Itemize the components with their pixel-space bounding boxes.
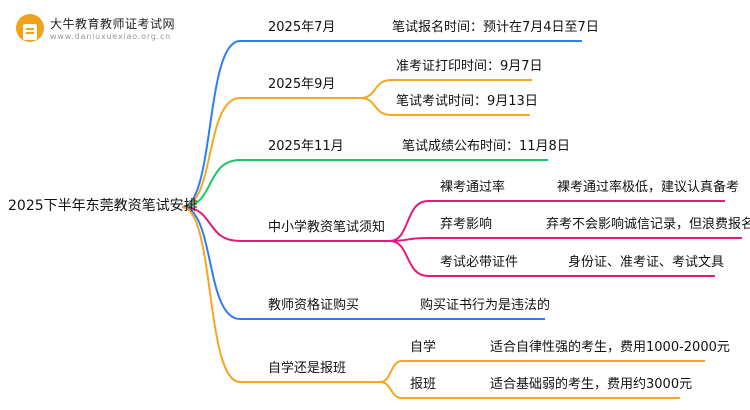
- branch-nov-2025: 2025年11月: [268, 139, 344, 154]
- edge-b3-s0: [389, 200, 429, 242]
- sub-pass-rate: 裸考通过率: [440, 180, 506, 195]
- leaf-admission-print-time: 准考证打印时间：9月7日: [396, 59, 543, 74]
- detail-required-docs: 身份证、准考证、考试文具: [568, 255, 725, 270]
- logo-title: 大牛教育教师证考试网: [50, 17, 176, 31]
- edge-b3-s2: [389, 240, 429, 277]
- branch-sep-2025: 2025年9月: [268, 77, 336, 92]
- logo-url: www.daniuxuexiao.org.cn: [50, 32, 172, 41]
- sub-required-docs: 考试必带证件: [440, 255, 519, 270]
- detail-self-study: 适合自律性强的考生，费用1000-2000元: [490, 340, 730, 355]
- branch-exam-notes: 中小学教资笔试须知: [268, 220, 386, 235]
- edge-b5-s1: [379, 381, 403, 399]
- branch-study-or-class: 自学还是报班: [268, 361, 347, 376]
- edge-root-b3: [181, 206, 241, 242]
- edge-root-b1: [181, 97, 241, 208]
- leaf-purchase-illegal: 购买证书行为是违法的: [420, 298, 551, 313]
- sub-self-study: 自学: [410, 340, 437, 355]
- edge-root-b5: [181, 206, 241, 383]
- edge-b1-l1: [359, 97, 393, 116]
- site-logo: 大牛教育教师证考试网 www.daniuxuexiao.org.cn: [16, 10, 196, 50]
- branch-cert-purchase: 教师资格证购买: [268, 298, 360, 313]
- detail-class: 适合基础弱的考生，费用约3000元: [490, 377, 693, 392]
- leaf-exam-time: 笔试考试时间：9月13日: [396, 94, 538, 109]
- leaf-registration-time: 笔试报名时间：预计在7月4日至7日: [392, 20, 599, 35]
- sub-class: 报班: [410, 377, 437, 392]
- edge-root-b4: [181, 206, 241, 320]
- edge-b5-s0: [379, 360, 403, 383]
- edge-root-b0: [181, 40, 241, 208]
- root-node: 2025下半年东莞教资笔试安排: [8, 198, 198, 214]
- edge-root-b2: [181, 159, 241, 208]
- branch-jul-2025: 2025年7月: [268, 20, 336, 35]
- edge-b1-l0: [359, 79, 393, 99]
- book-icon: [16, 14, 44, 42]
- sub-absence-impact: 弃考影响: [440, 217, 493, 232]
- detail-pass-rate: 裸考通过率极低，建议认真备考: [557, 180, 740, 195]
- leaf-score-release-time: 笔试成绩公布时间：11月8日: [402, 139, 570, 154]
- detail-absence-impact: 弃考不会影响诚信记录，但浪费报名费: [546, 217, 750, 232]
